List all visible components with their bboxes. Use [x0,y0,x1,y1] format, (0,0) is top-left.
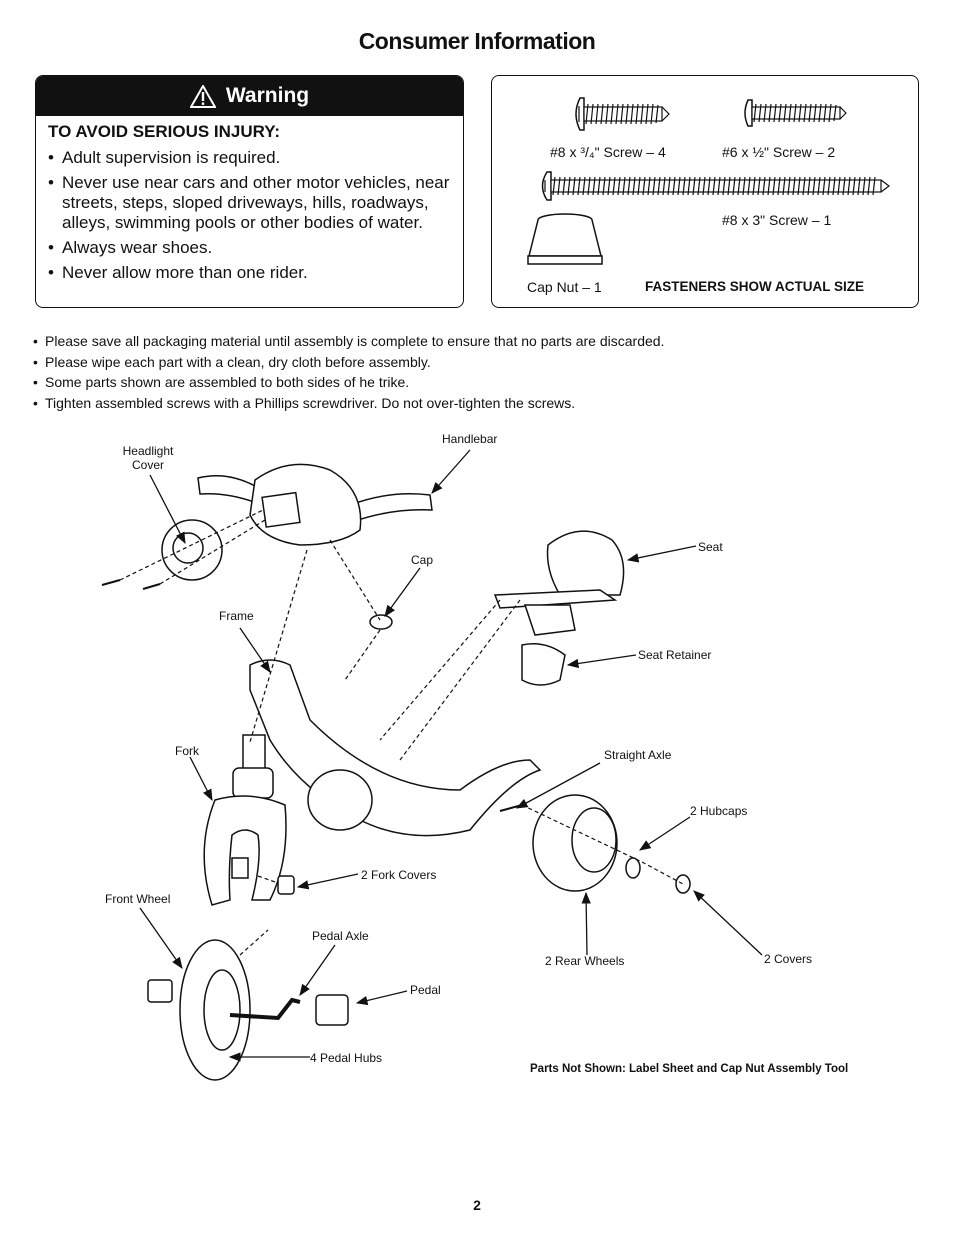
screw-8-34-label: #8 x ³/₄" Screw – 4 [550,144,666,160]
label-fork-covers: 2 Fork Covers [361,868,437,882]
label-seat-retainer: Seat Retainer [638,648,712,662]
page-title: Consumer Information [358,28,596,54]
label-pedal-hubs: 4 Pedal Hubs [310,1051,383,1065]
warning-header: Warning [36,76,463,116]
warning-item: Adult supervision is required. [48,148,451,168]
screw-8-34-illustration [575,97,670,131]
warning-triangle-icon [189,84,216,108]
cap-nut-label: Cap Nut – 1 [527,279,602,295]
warning-item: Never allow more than one rider. [48,263,451,283]
label-hubcaps: 2 Hubcaps [690,804,748,818]
label-rear-wheels: 2 Rear Wheels [545,954,625,968]
screw-8-3-label: #8 x 3" Screw – 1 [722,212,832,228]
warning-lead: TO AVOID SERIOUS INJURY: [48,122,281,141]
label-straight-axle: Straight Axle [604,748,672,762]
parts-not-shown-note: Parts Not Shown: Label Sheet and Cap Nut… [530,1063,849,1075]
label-pedal: Pedal [410,983,441,997]
fasteners-box: #8 x ³/₄" Screw – 4 #6 x ½" Screw – 2 #8… [491,75,919,308]
screw-6-12-label: #6 x ½" Screw – 2 [722,144,836,160]
screw-8-3-illustration [541,171,890,201]
label-fork: Fork [175,744,199,758]
label-seat: Seat [698,540,723,554]
note-item: Some parts shown are assembled to both s… [33,372,664,393]
label-handlebar: Handlebar [442,432,498,446]
page-number: 2 [473,1197,481,1213]
assembly-notes: Please save all packaging material until… [33,331,664,413]
label-headlight-cover-line1: Headlight [122,444,174,458]
note-item: Please wipe each part with a clean, dry … [33,352,664,373]
warning-item: Always wear shoes. [48,238,451,258]
note-item: Tighten assembled screws with a Phillips… [33,393,664,414]
warning-heading: Warning [225,84,310,107]
parts-diagram: Headlight Cover Handlebar Cap Seat Frame… [0,420,954,1120]
warning-item: Never use near cars and other motor vehi… [48,173,451,233]
cap-nut-illustration [527,213,603,265]
label-frame: Frame [219,609,254,623]
label-cap: Cap [411,553,434,567]
label-pedal-axle: Pedal Axle [312,929,369,943]
label-headlight-cover-line2: Cover [131,458,164,472]
screw-6-12-illustration [744,99,847,127]
note-item: Please save all packaging material until… [33,331,664,352]
trike-exploded-illustration [101,449,763,1081]
label-covers: 2 Covers [764,952,813,966]
label-headlight-cover: Headlight Cover [113,444,183,472]
label-front-wheel: Front Wheel [105,892,171,906]
fasteners-note: FASTENERS SHOW ACTUAL SIZE [645,279,865,294]
warning-box: Warning TO AVOID SERIOUS INJURY: Adult s… [35,75,464,308]
